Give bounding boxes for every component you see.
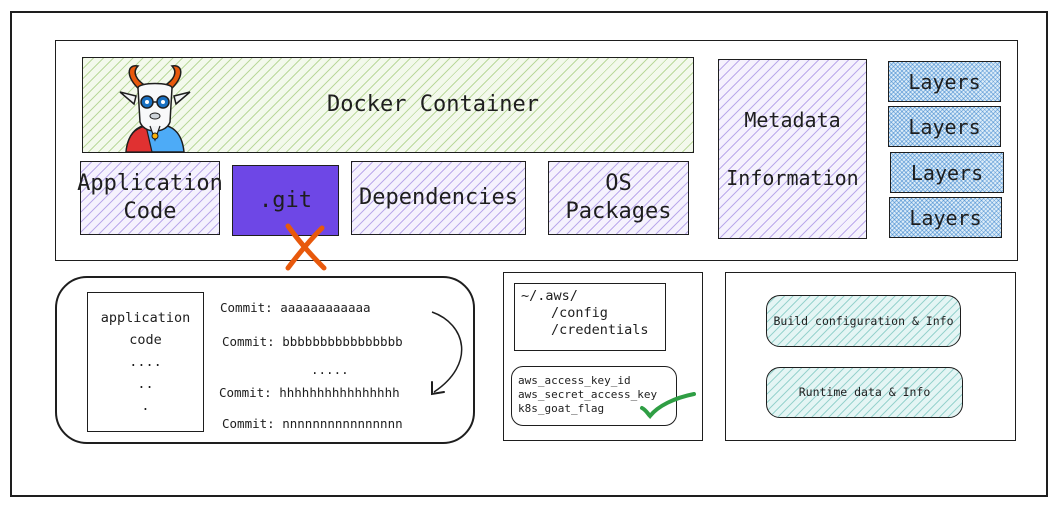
docker-container-box: Docker Container xyxy=(82,57,694,153)
layer-label: Layers xyxy=(910,160,984,185)
layer-label: Layers xyxy=(908,69,981,94)
commit-row: Commit: aaaaaaaaaaaa xyxy=(220,300,371,315)
file-line: . xyxy=(141,398,150,414)
aws-secret-line: aws_access_key_id xyxy=(518,374,631,387)
file-line: .... xyxy=(129,354,162,370)
commit-row: Commit: nnnnnnnnnnnnnnnn xyxy=(222,416,403,431)
runtime-data-box: Runtime data & Info xyxy=(766,367,963,418)
aws-panel xyxy=(503,272,703,441)
layer-label: Layers xyxy=(908,114,981,139)
aws-path-box: ~/.aws/ /config /credentials xyxy=(514,283,666,351)
file-line: code xyxy=(129,332,162,348)
os-packages-line1: OS xyxy=(605,171,632,196)
commit-hash: aaaaaaaaaaaa xyxy=(280,300,371,315)
curved-arrow-icon xyxy=(431,311,463,396)
runtime-data-label: Runtime data & Info xyxy=(798,385,931,399)
build-config-label: Build configuration & Info xyxy=(773,313,954,328)
aws-secret-line: k8s_goat_flag xyxy=(518,402,605,415)
file-contents-box: application code .... .. . xyxy=(87,292,204,432)
git-box: .git xyxy=(232,165,339,236)
os-packages-box: OS Packages xyxy=(548,161,689,235)
commit-label: Commit: xyxy=(219,385,272,400)
layer-box: Layers xyxy=(888,61,1001,102)
metadata-line1: Metadata xyxy=(744,108,841,132)
os-packages-line2: Packages xyxy=(565,199,672,224)
outer-frame xyxy=(10,11,1048,497)
check-mark-icon xyxy=(640,392,696,419)
aws-path-line: /config xyxy=(551,305,608,321)
dependencies-label: Dependencies xyxy=(359,185,518,210)
application-code-line1: Application xyxy=(77,171,223,196)
commit-label: Commit: xyxy=(220,300,273,315)
aws-secret-line: aws_secret_access_key xyxy=(518,388,658,401)
metadata-line2: Information xyxy=(726,166,859,190)
layer-label: Layers xyxy=(909,205,982,230)
layer-box: Layers xyxy=(890,152,1004,193)
docker-image-panel xyxy=(55,40,1018,261)
application-code-box: Application Code xyxy=(77,161,223,235)
aws-path-line: ~/.aws/ xyxy=(521,288,578,304)
commit-row: Commit: bbbbbbbbbbbbbbbb xyxy=(222,334,403,349)
layer-box: Layers xyxy=(889,197,1002,238)
metadata-box: Metadata Information xyxy=(718,59,867,239)
aws-path-line: /credentials xyxy=(551,322,649,338)
file-line: .. xyxy=(137,376,154,392)
docker-container-title: Docker Container xyxy=(327,92,539,117)
dependencies-box: Dependencies xyxy=(351,161,526,235)
ellipsis-label: ..... xyxy=(311,362,349,377)
x-mark-icon xyxy=(285,223,327,271)
git-history-panel xyxy=(55,276,475,444)
commit-row: Commit: hhhhhhhhhhhhhhhh xyxy=(219,385,400,400)
file-line: application xyxy=(100,310,191,326)
aws-secrets-box: aws_access_key_id aws_secret_access_key … xyxy=(511,366,677,426)
commit-hash: nnnnnnnnnnnnnnnn xyxy=(282,416,403,431)
goat-mascot-icon xyxy=(119,65,191,152)
commit-label: Commit: xyxy=(222,334,275,349)
commit-label: Commit: xyxy=(222,416,275,431)
git-label: .git xyxy=(259,187,312,213)
info-panel xyxy=(725,272,1016,441)
build-config-box: Build configuration & Info xyxy=(766,295,961,347)
commit-hash: bbbbbbbbbbbbbbbb xyxy=(282,334,403,349)
application-code-line2: Code xyxy=(123,199,177,224)
commit-hash: hhhhhhhhhhhhhhhh xyxy=(279,385,400,400)
commit-ellipsis: ..... xyxy=(311,362,349,377)
layer-box: Layers xyxy=(888,106,1001,147)
